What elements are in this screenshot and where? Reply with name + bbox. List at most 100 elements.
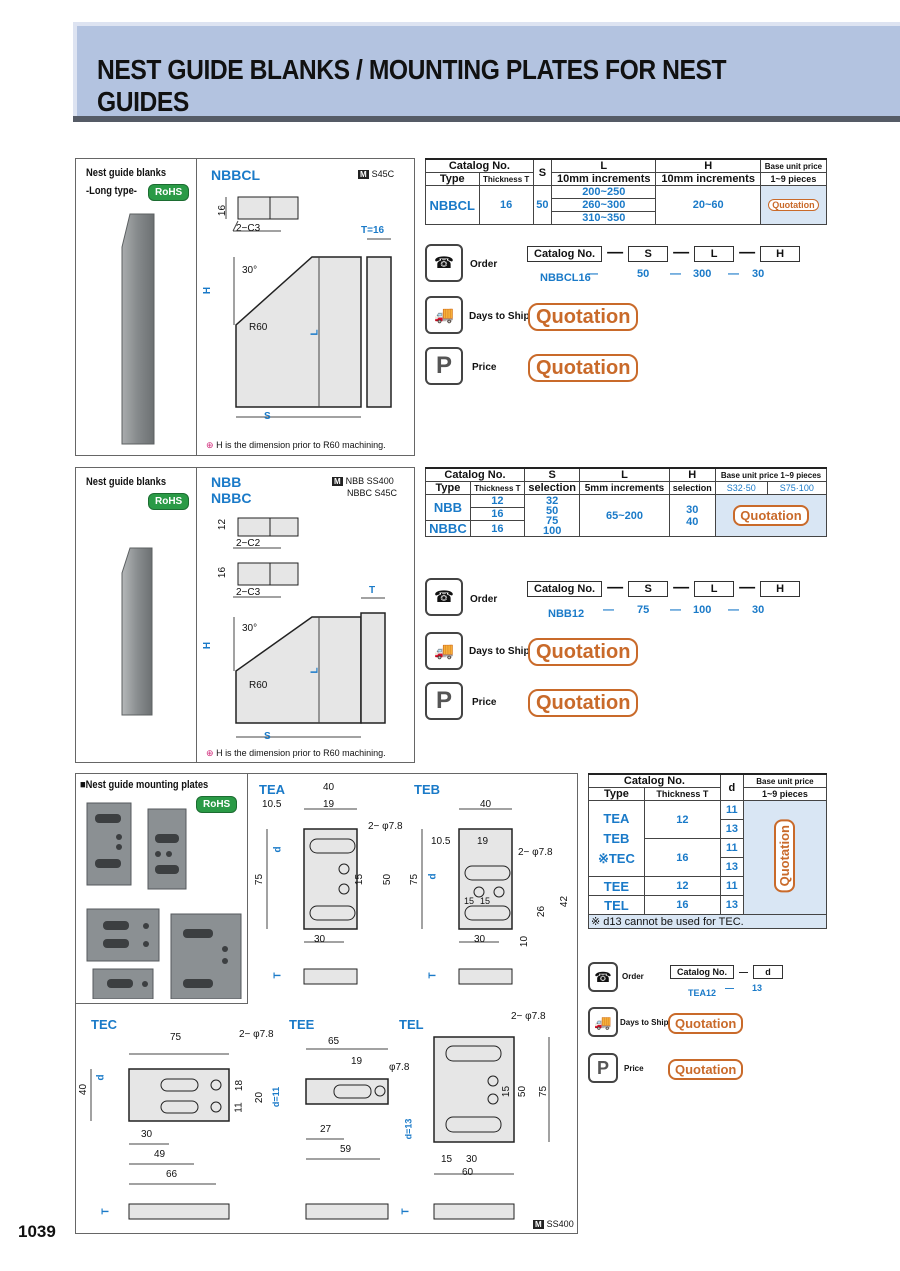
dim-s: S (264, 731, 271, 742)
dim-chamfer: 2−C3 (236, 223, 261, 234)
dash: — (728, 604, 739, 616)
nbbcl-photo-pane: Nest guide blanks -Long type- RoHS (76, 159, 197, 455)
dash: — (739, 244, 756, 261)
tec-dim: 2− φ7.8 (239, 1029, 274, 1040)
teb-dim: 10 (519, 935, 531, 948)
nbbcl-product-photo (121, 213, 155, 445)
h-value: 40 (686, 515, 699, 528)
dim-h: H (202, 641, 214, 650)
table-row: TEE 12 11 (588, 876, 827, 896)
plates-order-example: TEA12 — 13 (688, 983, 788, 1001)
plates-order-format: Catalog No.—d (670, 962, 784, 980)
tec-dim: 30 (141, 1129, 153, 1140)
plates-panel: ■Nest guide mounting plates RoHS TEA (75, 773, 578, 1234)
th-l-sub: 5mm increments (579, 481, 670, 495)
tee-dim: d=11 (271, 1086, 282, 1108)
example-catalog: NBBCL16 (540, 272, 591, 284)
teb-label: TEB (414, 782, 440, 797)
tel-label: TEL (399, 1017, 424, 1032)
rohs-badge: RoHS (148, 184, 190, 201)
teb-dim: d (427, 873, 439, 880)
order-field-l: L (694, 246, 735, 262)
th-catalog: Catalog No. (425, 158, 534, 173)
th-s: S (532, 158, 553, 186)
order-field-d: d (753, 965, 784, 979)
dash: — (728, 268, 739, 280)
dash: — (673, 244, 690, 261)
tea-dim: 2− φ7.8 (368, 821, 403, 832)
tee-dim: φ7.8 (389, 1062, 410, 1073)
dash: — (607, 244, 624, 261)
tec-drawing (90, 1053, 230, 1220)
dim-12: 12 (217, 518, 229, 531)
nbb-drawing (233, 517, 386, 738)
plates-spec-table: Catalog No. d Base unit price Type Thick… (588, 773, 828, 929)
tec-dim: 66 (166, 1169, 178, 1180)
cell-thickness: 16 (469, 520, 525, 537)
price-quotation: Quotation (528, 354, 639, 382)
tec-dim: 11 (233, 1102, 245, 1113)
nbb-note: ⊕ H is the dimension prior to R60 machin… (206, 748, 386, 759)
teb-dim: 19 (477, 836, 489, 847)
tee-drawing (305, 1048, 389, 1220)
type-tec: ※TEC (597, 850, 635, 866)
tea-dim: 40 (323, 782, 335, 793)
caution-icon: ⊕ (206, 440, 214, 450)
price-quotation: Quotation (528, 689, 639, 717)
tel-dim: d=13 (403, 1118, 414, 1140)
tec-dim: 49 (154, 1149, 166, 1160)
table-row: TEA TEB ※TEC 12 11 Quotation (588, 800, 828, 915)
dim-c3: 2−C3 (236, 587, 261, 598)
th-base-price: Base unit price (759, 158, 828, 173)
th-price-col: S75·100 (766, 481, 828, 495)
quotation-badge: Quotation (733, 505, 809, 526)
cell-thickness: 12 (643, 800, 721, 839)
th-type: Type (425, 481, 471, 495)
cell-d: 11 (719, 876, 744, 896)
dash: — (607, 579, 624, 596)
price-p-icon: P (425, 682, 463, 720)
tec-label: TEC (91, 1017, 117, 1032)
cell-thickness: 12 (643, 876, 721, 896)
teb-dim: 26 (536, 905, 548, 918)
th-thickness: Thickness T (469, 481, 525, 495)
dash: — (670, 268, 681, 280)
nbb-code: NBB (211, 474, 242, 490)
tea-label: TEA (259, 782, 285, 797)
cell-l: 65~200 (579, 494, 670, 537)
th-pieces: 1~9 pieces (759, 172, 828, 186)
order-label: Order (622, 972, 644, 981)
cell-s: 50 (532, 185, 553, 225)
tel-dim: 75 (538, 1085, 550, 1098)
material-icon: M (533, 1220, 544, 1229)
tee-label: TEE (289, 1017, 315, 1032)
dash: — (725, 983, 734, 993)
cell-d: 13 (719, 819, 744, 839)
order-field-h: H (760, 246, 801, 262)
price-quotation: Quotation (668, 1059, 744, 1080)
tel-drawing (433, 1036, 550, 1220)
plates-photo-pane: ■Nest guide mounting plates RoHS (76, 774, 248, 1004)
dim-angle: 30° (242, 623, 258, 634)
tea-dim: T (272, 972, 284, 979)
truck-icon: 🚚 (425, 632, 463, 670)
dim-16: 16 (217, 566, 229, 579)
days-quotation: Quotation (528, 638, 639, 666)
plates-product-photo (86, 802, 242, 999)
th-h: H (655, 158, 761, 173)
teb-drawing (421, 808, 513, 985)
example-h: 30 (752, 268, 765, 280)
cell-thickness: 16 (478, 185, 534, 225)
teb-dim: 75 (409, 873, 421, 886)
caution-icon: ⊕ (206, 748, 214, 758)
order-field-s: S (628, 246, 669, 262)
tec-dim: 18 (234, 1079, 246, 1092)
nbb-order-format: Catalog No.—S—L—H (527, 579, 801, 597)
th-l: L (551, 158, 657, 173)
cell-d: 13 (719, 895, 744, 915)
dim-angle: 30° (242, 265, 258, 276)
example-d: 13 (752, 983, 763, 993)
table-footnote: ※ d13 cannot be used for TEC. (588, 914, 827, 929)
